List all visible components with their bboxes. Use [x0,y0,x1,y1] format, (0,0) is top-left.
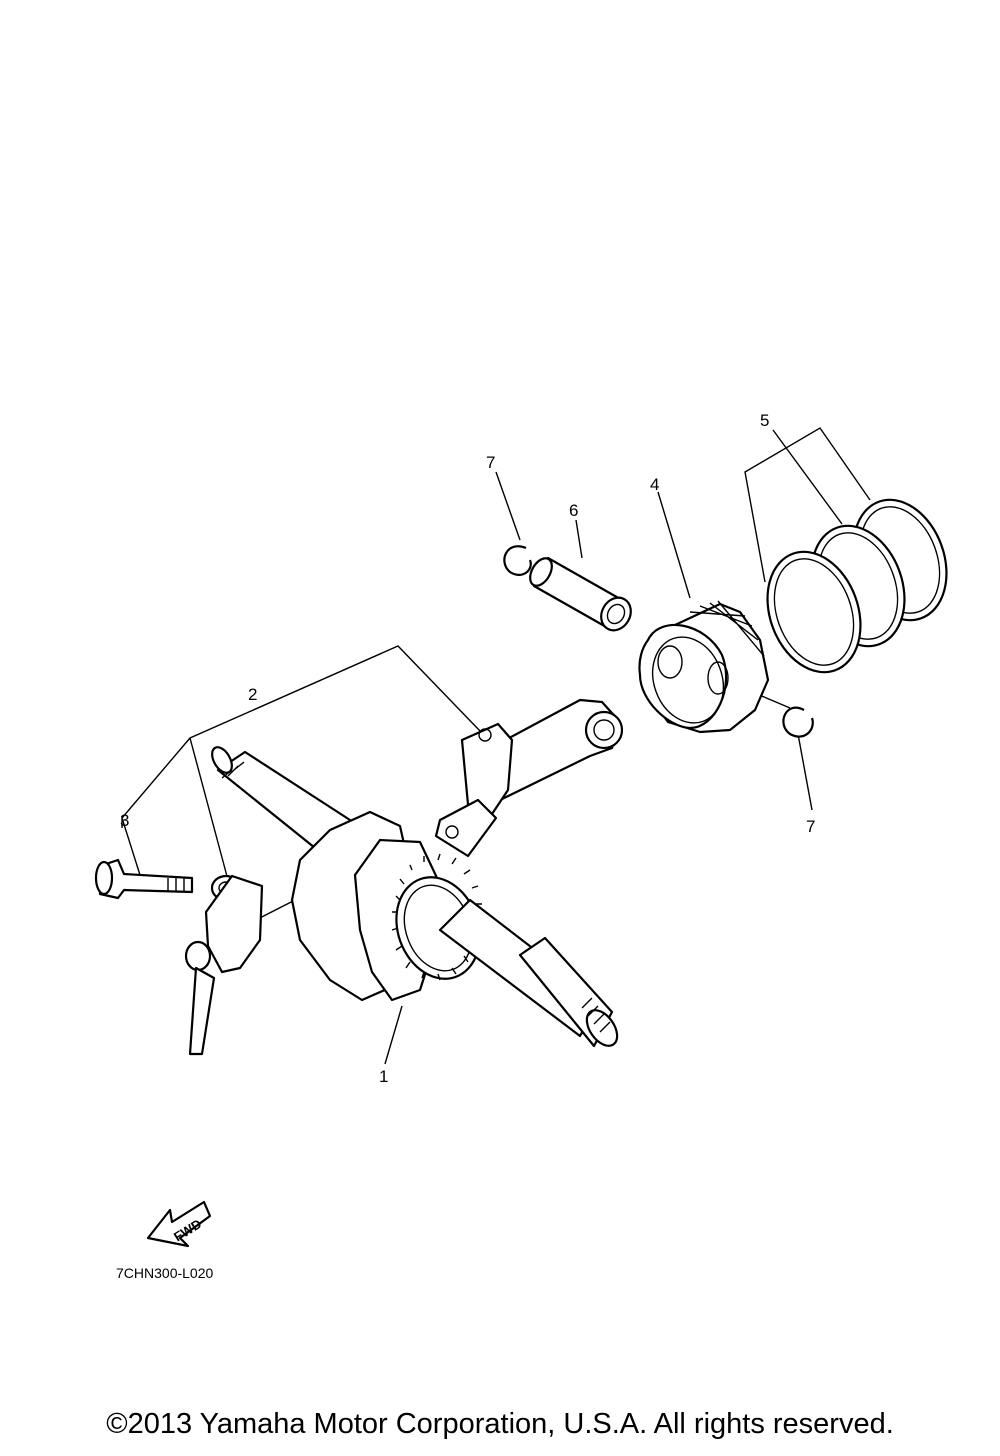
circlips [503,545,814,738]
diagram-code: 7CHN300-L020 [116,1265,213,1281]
fwd-arrow-icon: FWD [146,1200,212,1248]
callout-7-lower: 7 [806,817,815,836]
callout-6: 6 [569,501,578,520]
copyright-notice: ©2013 Yamaha Motor Corporation, U.S.A. A… [106,1408,894,1440]
piston [638,600,770,734]
piston-rings [766,498,948,674]
crankshaft [211,746,619,1048]
connecting-rod [434,698,624,858]
callout-4: 4 [650,475,659,494]
callout-5: 5 [760,411,769,430]
callout-3: 3 [120,811,129,830]
callout-2: 2 [248,685,257,704]
callout-7-upper: 7 [486,453,495,472]
lever-plate [184,874,264,1056]
crankshaft-piston-diagram: 1 2 3 4 5 6 7 7 FWD 7CHN300-L020 [94,411,948,1281]
piston-pin [529,556,632,632]
callout-1: 1 [379,1067,388,1086]
bolt [94,858,194,900]
